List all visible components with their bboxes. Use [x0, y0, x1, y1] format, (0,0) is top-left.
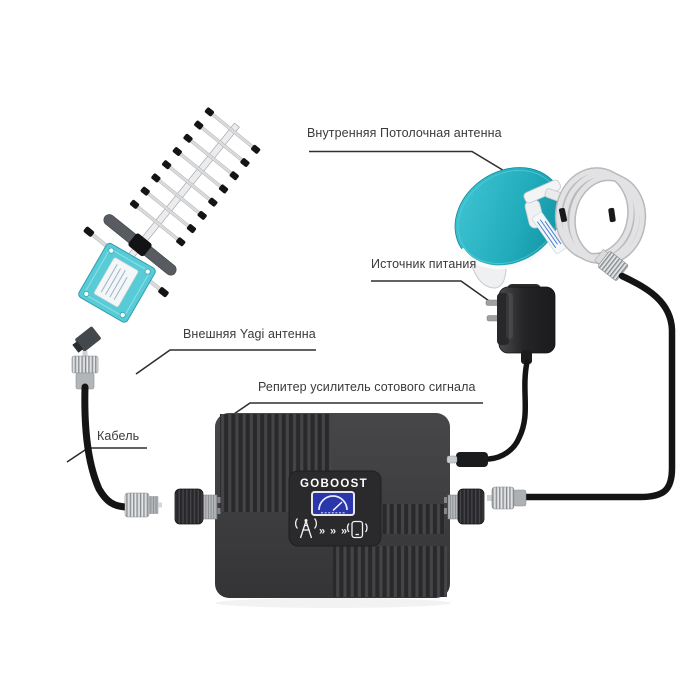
- repeater-brand-text: GOBOOST: [300, 478, 368, 490]
- repeater-label: Репитер усилитель сотового сигнала: [258, 380, 476, 394]
- lcd-screen: [311, 491, 355, 516]
- yagi-port-stub: [72, 326, 101, 353]
- yagi-base-box: [78, 242, 156, 323]
- adapter-face: [497, 293, 509, 345]
- cable-tie: [608, 207, 616, 223]
- chevron-icon: »: [330, 526, 336, 538]
- cable-label: Кабель: [97, 429, 140, 443]
- indoor-antenna-label: Внутренняя Потолочная антенна: [307, 126, 502, 140]
- repeater-pointer-line: [230, 402, 483, 417]
- lcd-gauge-arc: [318, 495, 348, 511]
- dc-plug: [446, 452, 488, 467]
- yagi-directors: [129, 107, 261, 247]
- lcd-gauge-needle: [332, 501, 343, 512]
- cable-connector-bottom: [124, 492, 162, 518]
- phone-icon: [346, 520, 368, 539]
- adapter-cable: [486, 359, 530, 462]
- coiled-cable: [554, 167, 647, 265]
- outdoor-antenna-label: Внешняя Yagi антенна: [183, 327, 316, 341]
- chevron-icon: »: [341, 526, 347, 538]
- indoor-cable-connector: [487, 486, 527, 510]
- disc-sticker: [531, 212, 567, 254]
- yagi-crossbar: [103, 214, 177, 276]
- signal-tower-icon: [294, 518, 318, 539]
- repeater-device: GOBOOST » » »: [174, 413, 485, 608]
- power-supply-pointer-line: [371, 280, 493, 304]
- ceiling-antenna: [454, 167, 676, 510]
- outdoor-antenna-pointer-line: [135, 349, 316, 375]
- repeater-left-port: [174, 488, 221, 525]
- repeater-heatsink-ribs: [220, 414, 447, 597]
- power-adapter: [446, 284, 556, 467]
- chevron-icon: »: [319, 526, 325, 538]
- coax-cable: [71, 351, 162, 518]
- indoor-antenna-pointer-line: [309, 150, 507, 173]
- indoor-antenna-cable: [520, 272, 676, 501]
- lcd-display: [311, 491, 355, 516]
- callout-lines: [66, 150, 507, 463]
- yagi-spec-sticker: [93, 257, 139, 308]
- outdoor-yagi-antenna: [72, 107, 261, 353]
- repeater-front-panel: GOBOOST » » »: [288, 470, 382, 547]
- power-supply-label: Источник питания: [371, 257, 477, 271]
- cable-wire: [81, 383, 132, 511]
- cable-tie: [558, 207, 568, 223]
- repeater-right-port: [444, 488, 485, 525]
- repeater-shadow: [215, 598, 451, 608]
- cable-connector-top: [71, 351, 99, 390]
- cable-pointer-line: [66, 447, 147, 463]
- signal-flow-icons: » » »: [294, 518, 368, 539]
